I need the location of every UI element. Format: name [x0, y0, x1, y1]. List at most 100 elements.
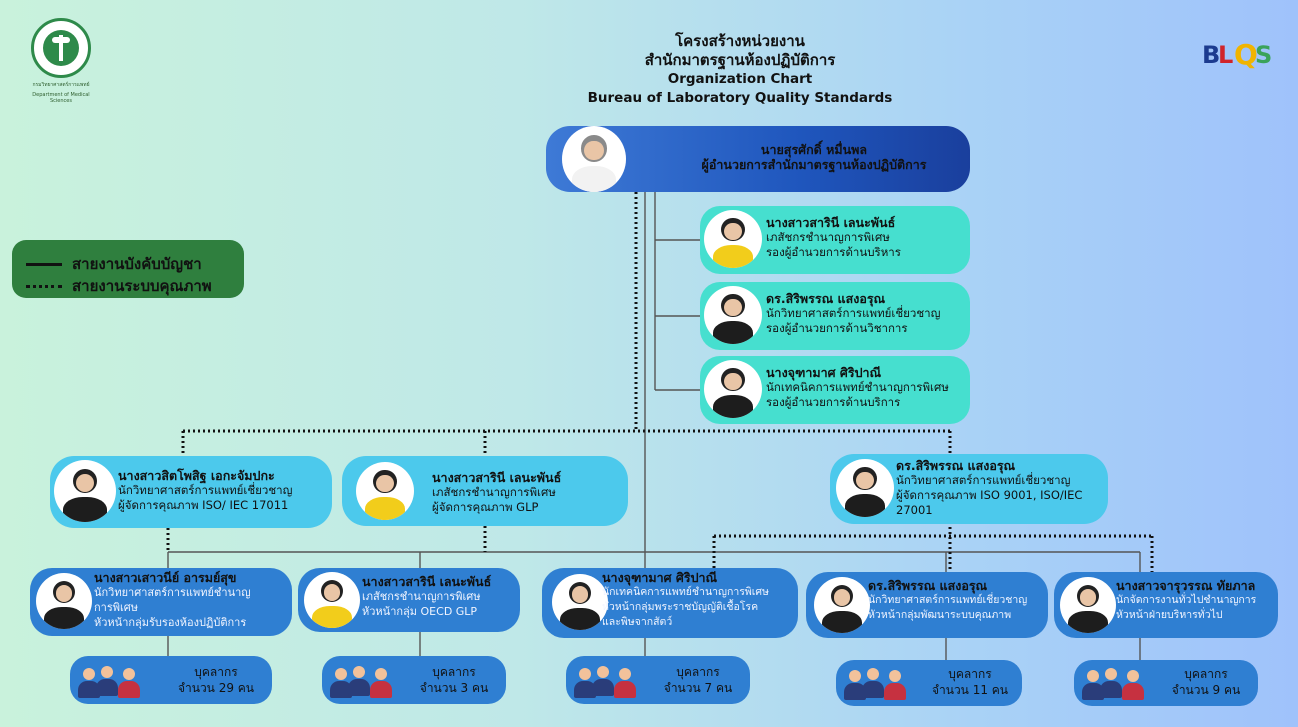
deputy-name: นางจุฑามาศ ศิริปาณี: [766, 365, 882, 380]
staff-box-accreditation: บุคลากร จำนวน 29 คน: [70, 656, 272, 704]
group-head-photo: [36, 573, 92, 629]
group-head-position: นักจัดการงานทั่วไปชำนาญการ: [1116, 594, 1257, 606]
title-en-line2: Bureau of Laboratory Quality Standards: [587, 90, 893, 106]
group-head-position: เภสัชกรชำนาญการพิเศษ: [362, 590, 481, 603]
group-head-position: นักวิทยาศาสตร์การแพทย์ชำนาญ: [94, 586, 251, 599]
group-head-name: ดร.สิริพรรณ แสงอรุณ: [868, 578, 988, 593]
group-head-photo: [814, 577, 870, 633]
group-head-role: หัวหน้ากลุ่ม OECD GLP: [362, 605, 478, 618]
group-head-position: นักวิทยาศาสตร์การแพทย์เชี่ยวชาญ: [868, 594, 1028, 606]
quality-manager-box-17011: นางสาวสิตโพสิฐ เอกะจัมปกะ นักวิทยาศาสตร์…: [50, 456, 332, 528]
manager-role: ผู้จัดการคุณภาพ GLP: [432, 500, 539, 514]
staff-count: จำนวน 7 คน: [663, 681, 733, 695]
staff-label: บุคลากร: [676, 665, 720, 679]
deputy-position: เภสัชกรชำนาญการพิเศษ: [766, 230, 890, 244]
people-icon: [574, 666, 648, 698]
manager-name: นางสาวสารินี เลนะพันธ์: [432, 470, 562, 485]
group-head-box-quality-dev: ดร.สิริพรรณ แสงอรุณ นักวิทยาศาสตร์การแพท…: [806, 572, 1048, 638]
group-head-role: หัวหน้ากลุ่มพัฒนาระบบคุณภาพ: [868, 609, 1012, 621]
group-head-position-cont: การพิเศษ: [94, 601, 138, 614]
chart-title: โครงสร้างหน่วยงาน สำนักมาตรฐานห้องปฏิบัต…: [530, 32, 950, 108]
group-head-box-accreditation: นางสาวเสาวนีย์ อารมย์สุข นักวิทยาศาสตร์ก…: [30, 568, 292, 636]
group-head-role-cont: และพิษจากสัตว์: [602, 616, 673, 628]
manager-role: ผู้จัดการคุณภาพ ISO/ IEC 17011: [118, 498, 289, 512]
deputy-box-academic: ดร.สิริพรรณ แสงอรุณ นักวิทยาศาสตร์การแพท…: [700, 282, 970, 350]
quality-manager-box-iso9001: ดร.สิริพรรณ แสงอรุณ นักวิทยาศาสตร์การแพท…: [830, 454, 1108, 524]
people-icon: [330, 666, 404, 698]
staff-count: จำนวน 29 คน: [177, 681, 255, 695]
logo-caption-th: กรมวิทยาศาสตร์การแพทย์: [32, 82, 90, 88]
deputy-role: รองผู้อำนวยการด้านบริหาร: [766, 245, 901, 259]
deputy-position: นักวิทยาศาสตร์การแพทย์เชี่ยวชาญ: [766, 306, 941, 320]
staff-label: บุคลากร: [194, 665, 238, 679]
staff-label: บุคลากร: [432, 665, 476, 679]
title-th-line1: โครงสร้างหน่วยงาน: [675, 32, 805, 50]
staff-box-general-admin: บุคลากร จำนวน 9 คน: [1074, 660, 1258, 706]
people-icon: [844, 668, 918, 700]
manager-role-cont: 27001: [896, 503, 933, 517]
staff-label: บุคลากร: [948, 667, 992, 681]
director-photo: [562, 126, 626, 192]
quality-manager-box-glp: นางสาวสารินี เลนะพันธ์ เภสัชกรชำนาญการพิ…: [342, 456, 628, 526]
staff-label: บุคลากร: [1184, 667, 1228, 681]
group-head-box-pathogen-act: นางจุฑามาศ ศิริปาณี นักเทคนิคการแพทย์ชำน…: [542, 568, 798, 638]
staff-count: จำนวน 11 คน: [931, 683, 1009, 697]
group-head-photo: [304, 572, 360, 628]
title-th-line2: สำนักมาตรฐานห้องปฏิบัติการ: [644, 51, 836, 69]
deputy-role: รองผู้อำนวยการด้านวิชาการ: [766, 321, 908, 335]
legend-solid-label: สายงานบังคับบัญชา: [72, 255, 202, 273]
group-head-name: นางจุฑามาศ ศิริปาณี: [602, 570, 718, 585]
manager-position: เภสัชกรชำนาญการพิเศษ: [432, 485, 556, 499]
director-name: นายสุรศักดิ์ หมื่นพล: [760, 142, 868, 157]
deputy-photo: [704, 210, 762, 268]
solid-line-swatch: [26, 262, 62, 266]
group-head-photo: [1060, 577, 1116, 633]
manager-photo: [54, 460, 116, 522]
manager-name: ดร.สิริพรรณ แสงอรุณ: [896, 458, 1016, 473]
deputy-photo: [704, 360, 762, 418]
dotted-line-swatch: [26, 284, 62, 288]
manager-photo: [356, 462, 414, 520]
deputy-name: ดร.สิริพรรณ แสงอรุณ: [766, 291, 886, 306]
deputy-position: นักเทคนิคการแพทย์ชำนาญการพิเศษ: [766, 380, 949, 394]
department-seal-icon: [31, 18, 91, 78]
deputy-photo: [704, 286, 762, 344]
legend-dotted-row: สายงานระบบคุณภาพ: [26, 274, 212, 298]
title-en-line1: Organization Chart: [667, 71, 813, 87]
legend-solid-row: สายงานบังคับบัญชา: [26, 252, 202, 276]
manager-position: นักวิทยาศาสตร์การแพทย์เชี่ยวชาญ: [896, 473, 1071, 487]
staff-box-pathogen-act: บุคลากร จำนวน 7 คน: [566, 656, 750, 704]
staff-box-quality-dev: บุคลากร จำนวน 11 คน: [836, 660, 1022, 706]
staff-count: จำนวน 3 คน: [419, 681, 489, 695]
logo-caption-en: Department of Medical Sciences: [32, 92, 90, 104]
deputy-role: รองผู้อำนวยการด้านบริการ: [766, 395, 901, 409]
group-head-name: นางสาวสารินี เลนะพันธ์: [362, 574, 492, 589]
group-head-box-oecd-glp: นางสาวสารินี เลนะพันธ์ เภสัชกรชำนาญการพิ…: [298, 568, 520, 632]
director-box: นายสุรศักดิ์ หมื่นพล ผู้อำนวยการสำนักมาต…: [546, 126, 970, 192]
manager-position: นักวิทยาศาสตร์การแพทย์เชี่ยวชาญ: [118, 483, 293, 497]
group-head-name: นางสาวจารุวรรณ ทัยภาล: [1116, 578, 1256, 593]
legend-dotted-label: สายงานระบบคุณภาพ: [72, 277, 212, 295]
deputy-box-admin: นางสาวสารินี เลนะพันธ์ เภสัชกรชำนาญการพิ…: [700, 206, 970, 274]
group-head-box-general-admin: นางสาวจารุวรรณ ทัยภาล นักจัดการงานทั่วไป…: [1054, 572, 1278, 638]
group-head-position: นักเทคนิคการแพทย์ชำนาญการพิเศษ: [602, 586, 769, 598]
deputy-box-service: นางจุฑามาศ ศิริปาณี นักเทคนิคการแพทย์ชำน…: [700, 356, 970, 424]
director-title: ผู้อำนวยการสำนักมาตรฐานห้องปฏิบัติการ: [701, 157, 927, 172]
group-head-role: หัวหน้ากลุ่มรับรองห้องปฏิบัติการ: [94, 616, 247, 629]
manager-role: ผู้จัดการคุณภาพ ISO 9001, ISO/IEC: [896, 488, 1083, 502]
staff-box-oecd-glp: บุคลากร จำนวน 3 คน: [322, 656, 506, 704]
legend: สายงานบังคับบัญชา สายงานระบบคุณภาพ: [12, 240, 244, 298]
people-icon: [1082, 668, 1156, 700]
group-head-photo: [552, 574, 608, 630]
department-logo: กรมวิทยาศาสตร์การแพทย์ Department of Med…: [26, 18, 96, 104]
people-icon: [78, 666, 152, 698]
staff-count: จำนวน 9 คน: [1171, 683, 1241, 697]
deputy-name: นางสาวสารินี เลนะพันธ์: [766, 215, 896, 230]
manager-name: นางสาวสิตโพสิฐ เอกะจัมปกะ: [118, 468, 275, 483]
group-head-name: นางสาวเสาวนีย์ อารมย์สุข: [94, 570, 237, 585]
group-head-role: หัวหน้าฝ่ายบริหารทั่วไป: [1116, 609, 1223, 621]
manager-photo: [836, 459, 894, 517]
